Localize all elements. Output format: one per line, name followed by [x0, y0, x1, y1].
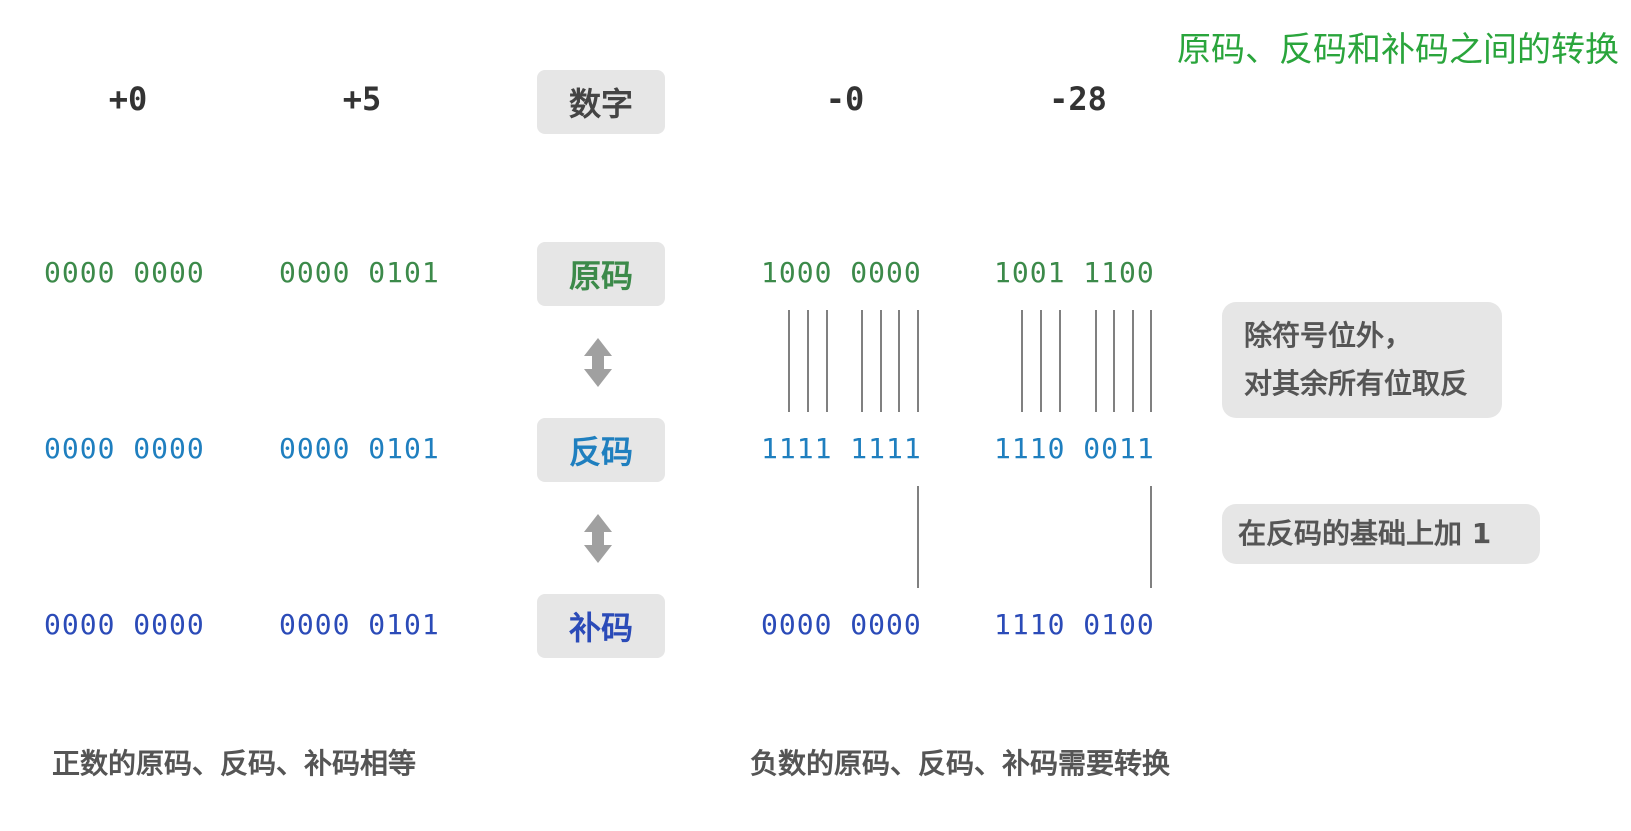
- sign-magnitude-pos-zero: 0000 0000: [44, 256, 205, 289]
- diagram-title: 原码、反码和补码之间的转换: [1177, 30, 1619, 70]
- number-pos-five: +5: [342, 80, 382, 118]
- label-sign-magnitude: 原码: [537, 242, 665, 306]
- note-invert-bits: 除符号位外， 对其余所有位取反: [1222, 302, 1502, 418]
- number-pos-zero: +0: [108, 80, 148, 118]
- sign-magnitude-neg-28: 1001 1100: [994, 256, 1155, 289]
- ones-complement-neg-zero: 1111 1111: [761, 432, 922, 465]
- ones-complement-pos-five: 0000 0101: [279, 432, 440, 465]
- sign-magnitude-pos-five: 0000 0101: [279, 256, 440, 289]
- caption-positive: 正数的原码、反码、补码相等: [52, 747, 417, 780]
- label-number: 数字: [537, 70, 665, 134]
- label-twos-complement: 补码: [537, 594, 665, 658]
- ones-complement-pos-zero: 0000 0000: [44, 432, 205, 465]
- caption-negative: 负数的原码、反码、补码需要转换: [750, 747, 1171, 780]
- label-ones-complement: 反码: [537, 418, 665, 482]
- twos-complement-pos-five: 0000 0101: [279, 608, 440, 641]
- ones-complement-neg-28: 1110 0011: [994, 432, 1155, 465]
- double-arrow-icon: [584, 338, 612, 387]
- double-arrow-icon: [584, 514, 612, 563]
- twos-complement-pos-zero: 0000 0000: [44, 608, 205, 641]
- number-neg-zero: -0: [825, 80, 865, 118]
- sign-magnitude-neg-zero: 1000 0000: [761, 256, 922, 289]
- twos-complement-neg-28: 1110 0100: [994, 608, 1155, 641]
- note-add-one: 在反码的基础上加 1: [1222, 504, 1540, 564]
- twos-complement-neg-zero: 0000 0000: [761, 608, 922, 641]
- number-neg-28: -28: [1049, 80, 1107, 118]
